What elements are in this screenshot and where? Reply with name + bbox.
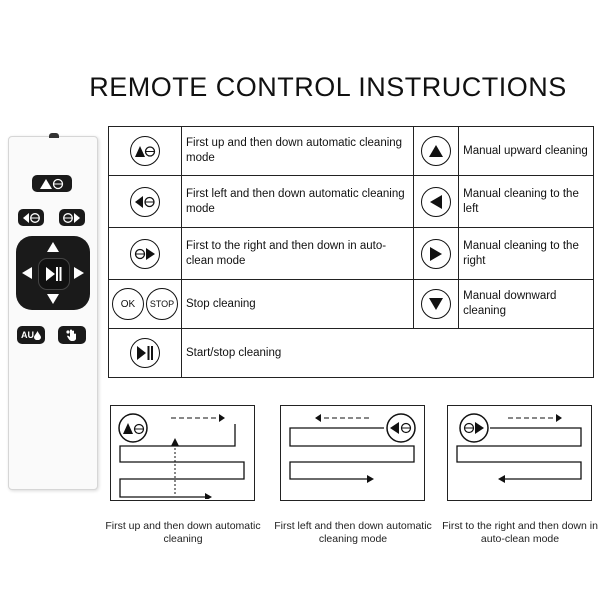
remote-control: AU (8, 133, 98, 490)
caption-diagram-3: First to the right and then down in auto… (442, 520, 598, 545)
row-description: Start/stop cleaning (181, 328, 594, 378)
diagram-left-then-down (280, 405, 425, 501)
row-description: First up and then down automatic cleanin… (180, 126, 415, 176)
caption-diagram-2: First left and then down automatic clean… (274, 520, 432, 545)
page-title: REMOTE CONTROL INSTRUCTIONS (89, 72, 567, 102)
play-pause-button[interactable] (38, 258, 70, 290)
up-auto-button[interactable] (32, 175, 72, 192)
right-auto-icon (130, 238, 160, 269)
dpad-up-icon[interactable] (47, 242, 59, 252)
diagram-right-then-down (447, 405, 592, 501)
table-row: First up and then down automatic cleanin… (108, 126, 594, 176)
diagram-up-then-down (110, 405, 255, 501)
manual-description: Manual downward cleaning (458, 279, 594, 329)
stop-icon: STOP (146, 287, 178, 320)
manual-description: Manual cleaning to the right (458, 227, 594, 280)
dpad-right-icon[interactable] (74, 267, 84, 279)
ok-icon: OK (112, 288, 144, 321)
table-row: First to the right and then down in auto… (108, 227, 594, 280)
auto-button-label: AU (21, 330, 34, 340)
water-drop-icon (34, 330, 41, 340)
left-auto-button[interactable] (18, 209, 44, 226)
auto-water-button[interactable]: AU (17, 326, 45, 344)
play-pause-icon (130, 338, 160, 368)
arrow-down-icon (421, 289, 452, 319)
path-diagram (456, 413, 582, 483)
arrow-right-icon (421, 238, 452, 269)
instructions-table: First up and then down automatic cleanin… (108, 126, 594, 378)
right-auto-button[interactable] (59, 209, 85, 226)
manual-description: Manual cleaning to the left (458, 175, 594, 228)
up-auto-icon (130, 136, 160, 166)
path-diagram (289, 413, 416, 483)
hand-icon (66, 329, 76, 341)
direction-pad (16, 236, 90, 310)
up-auto-icon (40, 178, 64, 189)
table-row: First left and then down automatic clean… (108, 175, 594, 228)
row-description: First to the right and then down in auto… (180, 227, 415, 280)
right-auto-icon (63, 212, 80, 223)
table-row: Start/stop cleaning (108, 328, 594, 378)
hand-button[interactable] (58, 326, 86, 344)
caption-diagram-1: First up and then down automatic cleanin… (105, 520, 261, 545)
dpad-down-icon[interactable] (47, 294, 59, 304)
path-diagram (118, 413, 245, 501)
arrow-up-icon (421, 136, 452, 166)
dpad-left-icon[interactable] (22, 267, 32, 279)
row-description: Stop cleaning (180, 279, 415, 329)
play-pause-icon (46, 267, 62, 281)
left-auto-icon (130, 186, 160, 217)
manual-description: Manual upward cleaning (458, 126, 594, 176)
left-auto-icon (23, 212, 40, 223)
row-description: First left and then down automatic clean… (180, 175, 415, 228)
ir-emitter (49, 133, 59, 138)
arrow-left-icon (421, 186, 452, 217)
